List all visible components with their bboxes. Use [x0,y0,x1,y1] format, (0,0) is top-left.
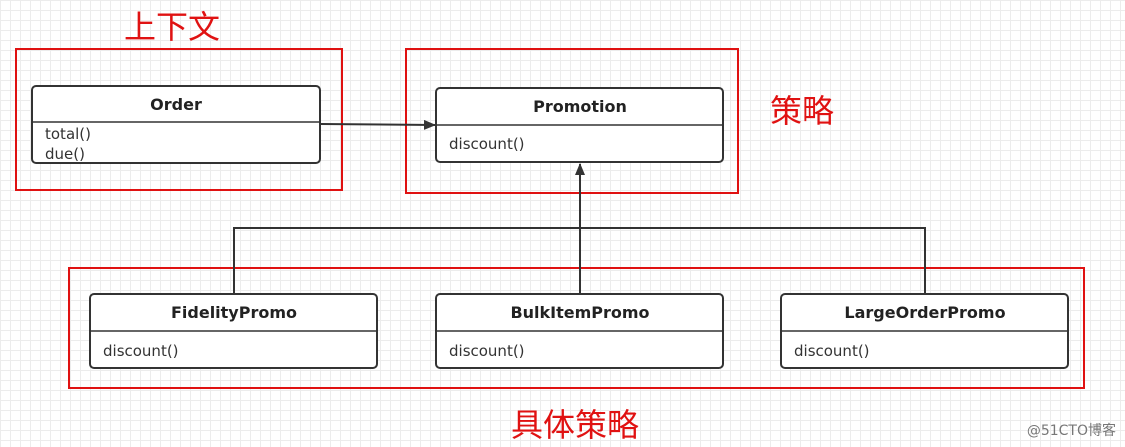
class-order-name: Order [150,95,202,114]
concrete-strategy-highlight-box [68,267,1085,389]
context-highlight-box [15,48,343,191]
class-fidelity-promo-name: FidelityPromo [171,303,297,322]
class-order-method-total: total() [45,125,91,143]
class-bulk-item-promo-name: BulkItemPromo [510,303,649,322]
strategy-label: 策略 [770,92,834,130]
class-bulk-item-promo[interactable]: BulkItemPromo discount() [435,293,724,369]
strategy-highlight-box [405,48,739,194]
class-promotion-method-discount: discount() [449,135,525,153]
class-order[interactable]: Order total() due() [31,85,321,164]
concrete-strategy-label: 具体策略 [511,406,639,444]
class-fidelity-promo[interactable]: FidelityPromo discount() [89,293,378,369]
class-promotion[interactable]: Promotion discount() [435,87,724,163]
class-promotion-name: Promotion [533,97,627,116]
context-label: 上下文 [124,8,220,46]
watermark: @51CTO博客 [1027,422,1116,439]
class-order-box [31,85,321,164]
class-large-order-promo[interactable]: LargeOrderPromo discount() [780,293,1069,369]
class-bulk-item-promo-method-discount: discount() [449,342,525,360]
class-large-order-promo-name: LargeOrderPromo [844,303,1005,322]
class-order-method-due: due() [45,145,85,163]
association-arrow [320,119,436,130]
class-large-order-promo-method-discount: discount() [794,342,870,360]
class-fidelity-promo-method-discount: discount() [103,342,179,360]
